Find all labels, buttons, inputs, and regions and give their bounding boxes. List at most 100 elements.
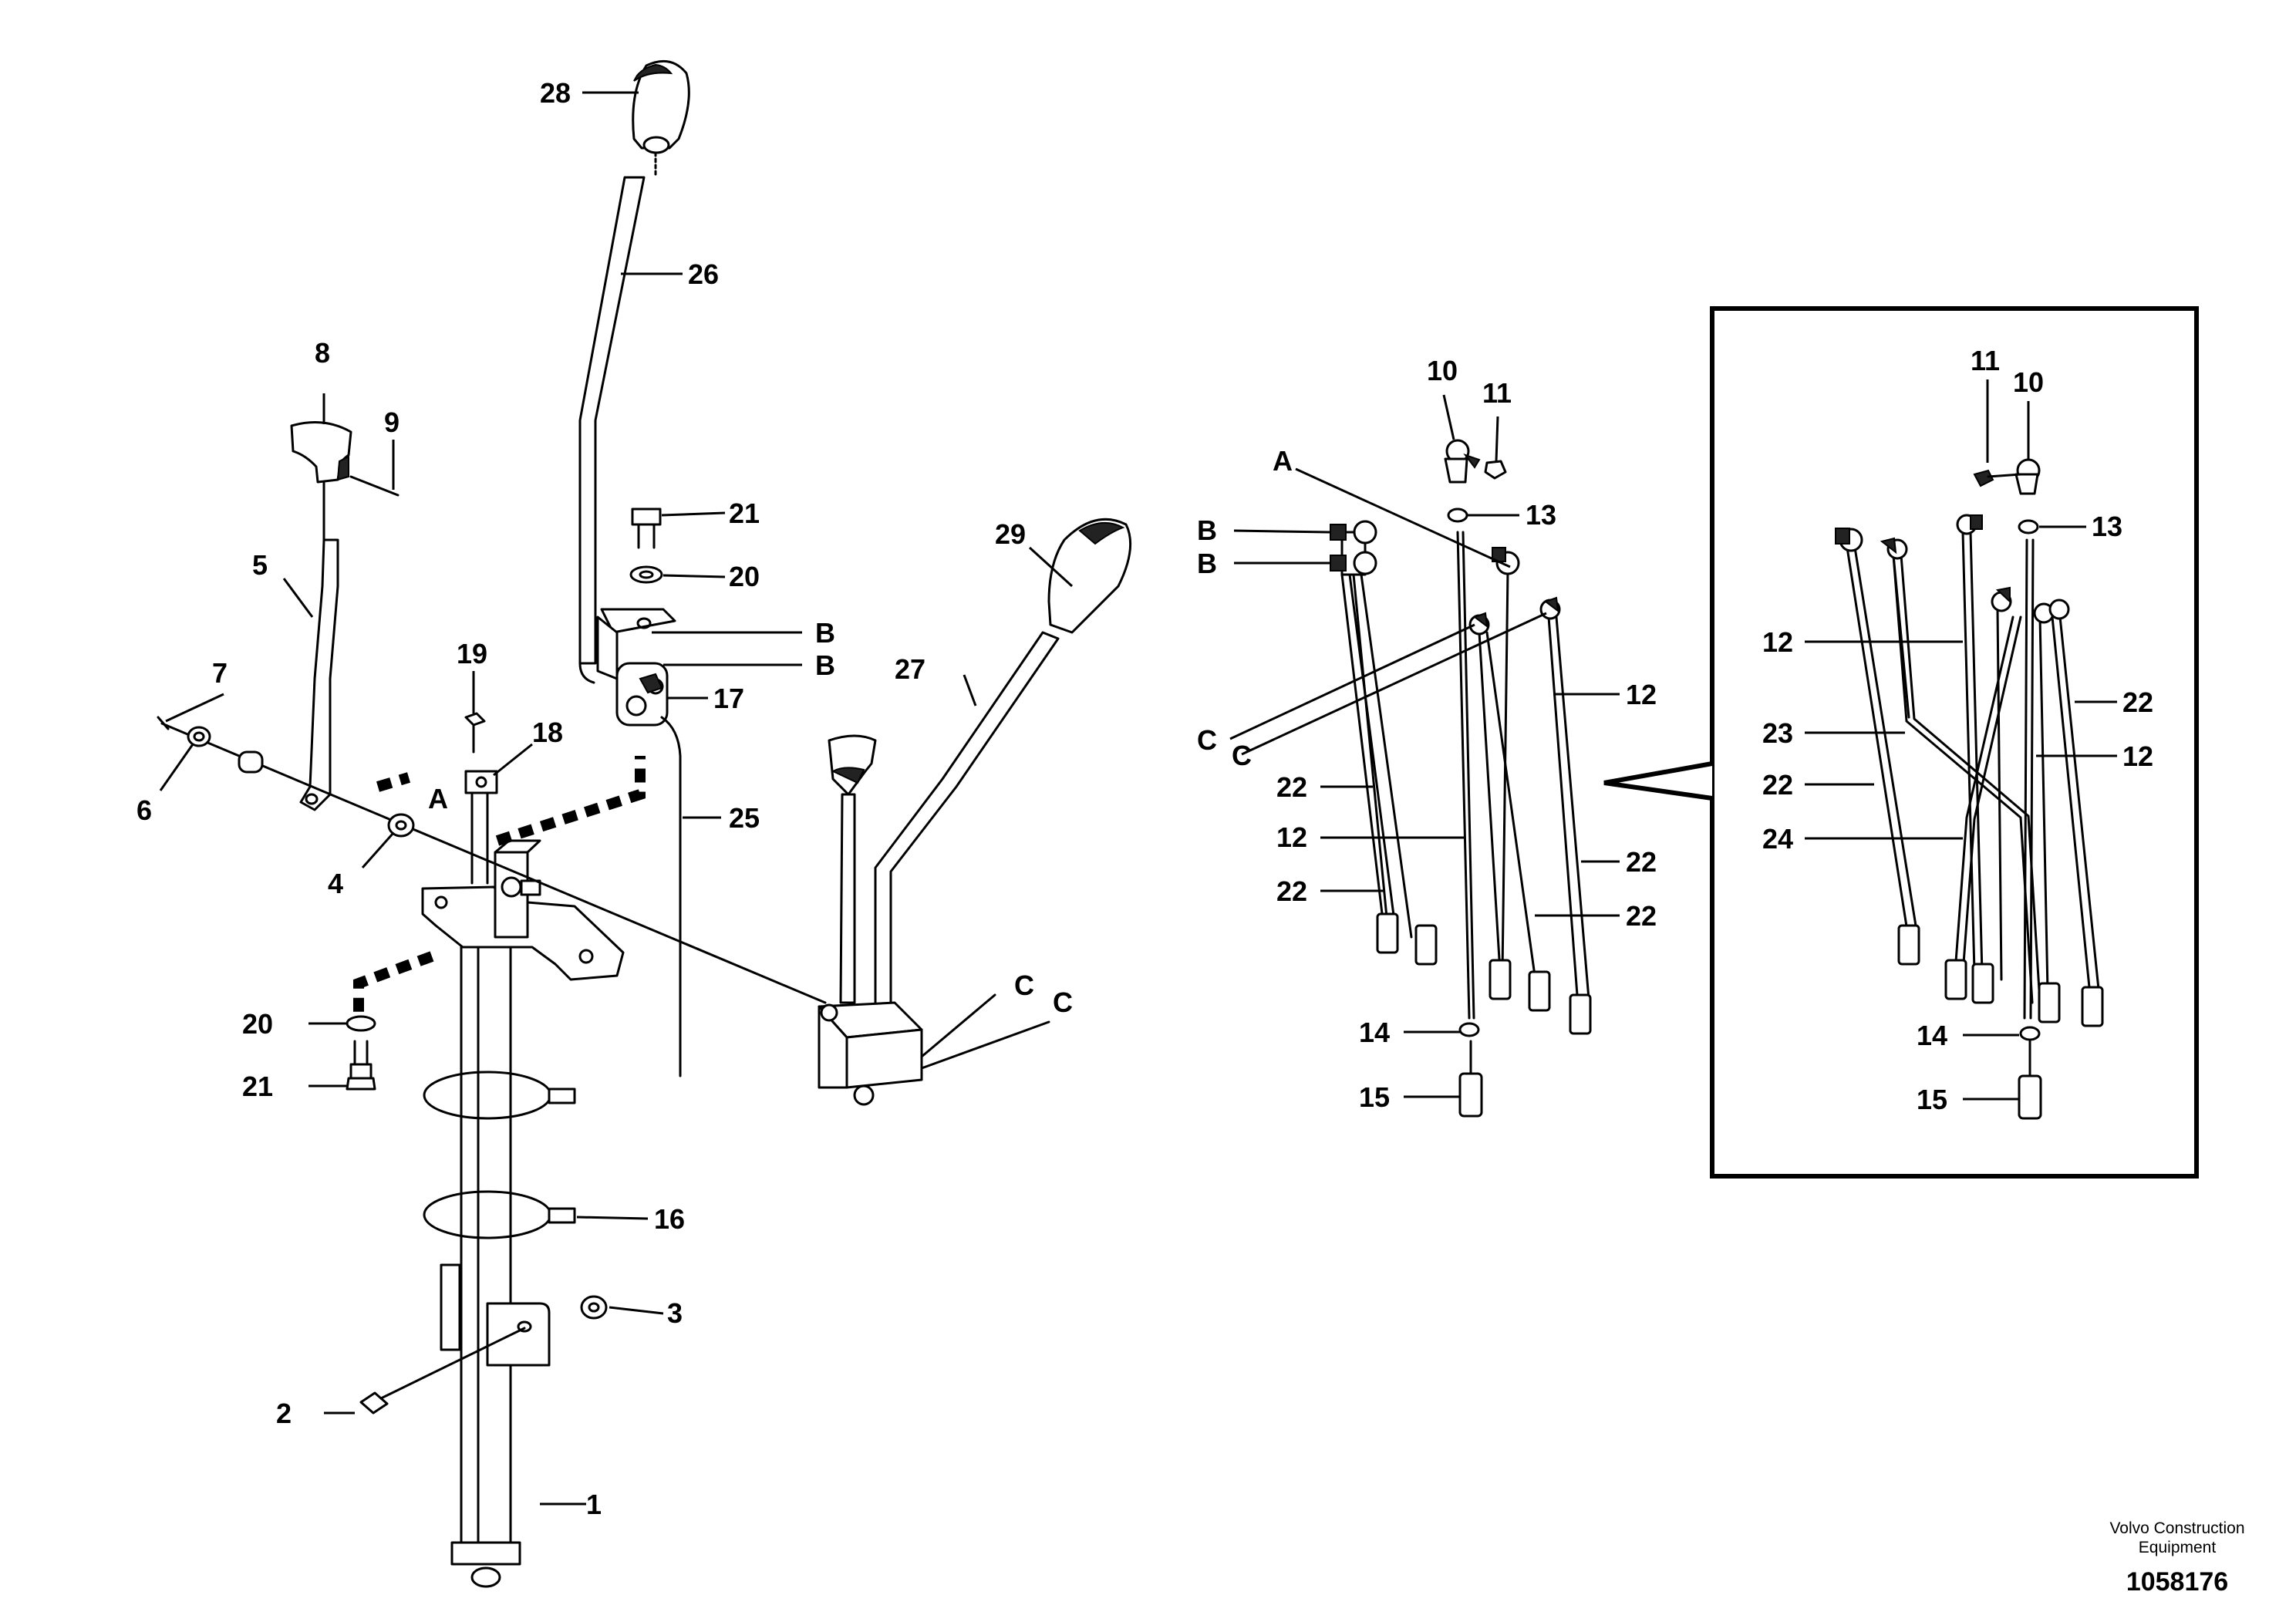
callout-20-upper: 20 — [729, 561, 760, 592]
routing-dash-upper — [376, 772, 411, 792]
callout-15-middle: 15 — [1359, 1081, 1390, 1113]
clevis-part-15 — [1458, 1040, 1483, 1118]
brand-line-1: Volvo Construction — [2109, 1519, 2244, 1537]
callout-3: 3 — [667, 1297, 683, 1329]
callout-23-detail: 23 — [1762, 717, 1793, 749]
cable-set-middle — [1330, 520, 1592, 1035]
callout-A-middle: A — [1273, 445, 1293, 477]
callout-13-detail: 13 — [2092, 511, 2122, 542]
callout-B-2: B — [815, 649, 835, 681]
nut-part-13 — [1447, 508, 1468, 523]
gear-lever-part-26 — [578, 176, 646, 684]
callout-C-middle-2: C — [1232, 740, 1252, 771]
nut-part-14 — [1458, 1022, 1480, 1037]
callout-12-detail-right: 12 — [2122, 740, 2153, 772]
knob-short-lever — [828, 734, 877, 1004]
detail-pointer-gap — [1714, 766, 1724, 797]
callout-28: 28 — [540, 77, 571, 109]
callout-7: 7 — [212, 657, 228, 689]
callout-22-middle-1: 22 — [1276, 771, 1307, 803]
callout-22-detail-right: 22 — [2122, 686, 2153, 718]
knob-part-29 — [1047, 518, 1132, 634]
callout-16: 16 — [654, 1203, 685, 1235]
document-number: 1058176 — [2126, 1567, 2228, 1597]
mounting-plate — [421, 839, 625, 981]
callout-A: A — [428, 783, 448, 814]
left-leaders — [159, 91, 1074, 1506]
callout-C-2: C — [1053, 986, 1073, 1018]
callout-21-lower: 21 — [242, 1071, 273, 1102]
callout-13-middle: 13 — [1526, 499, 1556, 531]
callout-B-middle-2: B — [1197, 548, 1217, 579]
callout-12-detail-left: 12 — [1762, 626, 1793, 658]
callout-20-lower: 20 — [242, 1008, 273, 1040]
bolt-part-21-lower — [346, 1040, 376, 1091]
bolt-part-21-upper — [631, 508, 662, 549]
valve-block — [818, 993, 1050, 1106]
middle-cable-assembly — [1229, 394, 1620, 1118]
callout-24-detail: 24 — [1762, 823, 1793, 855]
pin-part-9 — [349, 475, 400, 497]
detail-cables — [1835, 458, 2104, 1120]
callout-11-middle: 11 — [1482, 377, 1512, 409]
brand-line-2: Equipment — [2139, 1539, 2217, 1556]
callout-22-detail-left: 22 — [1762, 769, 1793, 801]
callout-17: 17 — [713, 683, 744, 714]
column-part-1 — [440, 939, 551, 1588]
callout-27: 27 — [895, 653, 925, 685]
callout-12-middle-right: 12 — [1626, 679, 1657, 710]
callout-5: 5 — [252, 549, 268, 581]
washer-part-3 — [580, 1295, 608, 1320]
bolt-part-2 — [359, 1327, 526, 1415]
callout-21-upper: 21 — [729, 497, 760, 529]
callout-12-middle-left: 12 — [1276, 821, 1307, 853]
ball-joint-part-10 — [1444, 439, 1481, 484]
callout-B-1: B — [815, 617, 835, 649]
callout-10-detail: 10 — [2013, 366, 2044, 398]
callout-22-middle-4: 22 — [1626, 900, 1657, 932]
washer-part-20-upper — [629, 565, 663, 584]
screw-part-19 — [464, 712, 486, 754]
left-assembly — [157, 59, 1132, 1588]
detail-pointer — [1603, 761, 1713, 801]
lever-part-5 — [299, 481, 339, 811]
cable-part-25 — [660, 716, 682, 1077]
detail-leaders — [1805, 379, 2117, 1101]
callout-15-detail: 15 — [1917, 1084, 1947, 1115]
callout-6: 6 — [137, 794, 152, 826]
callout-22-middle-2: 22 — [1276, 875, 1307, 907]
callout-B-middle-1: B — [1197, 514, 1217, 546]
middle-leaders — [1229, 394, 1620, 1098]
callout-11-detail: 11 — [1971, 345, 2000, 376]
bracket-part-18 — [464, 770, 498, 885]
callout-18: 18 — [532, 717, 563, 748]
detail-box — [1603, 306, 2199, 1179]
footer: Volvo Construction Equipment 1058176 — [2109, 1519, 2244, 1597]
cable-tie-part-16 — [423, 1071, 576, 1239]
callout-9: 9 — [384, 406, 400, 438]
callout-1: 1 — [586, 1489, 602, 1520]
callout-26: 26 — [688, 258, 719, 290]
callout-25: 25 — [729, 802, 760, 834]
callout-labels: 1 2 3 4 5 6 7 8 9 16 17 18 19 20 21 21 2… — [137, 77, 2153, 1520]
nut-part-11 — [1484, 460, 1507, 480]
routing-dash-lower — [353, 951, 434, 1014]
callout-19: 19 — [457, 638, 487, 669]
callout-14-middle: 14 — [1359, 1017, 1390, 1048]
washer-part-20-lower — [346, 1015, 376, 1032]
callout-2: 2 — [276, 1398, 292, 1429]
callout-10-middle: 10 — [1427, 355, 1458, 386]
washer-part-4 — [387, 813, 415, 838]
shaft-part-6-7 — [157, 716, 827, 1004]
callout-29: 29 — [995, 518, 1026, 550]
callout-22-middle-3: 22 — [1626, 846, 1657, 878]
bracket-part-17 — [596, 608, 676, 727]
callout-C-middle-1: C — [1197, 724, 1217, 756]
callout-8: 8 — [315, 337, 330, 369]
detail-frame — [1710, 306, 2199, 1179]
callout-4: 4 — [328, 868, 343, 899]
knob-part-28 — [632, 59, 690, 177]
callout-14-detail: 14 — [1917, 1020, 1947, 1051]
routing-dash-middle — [495, 756, 646, 846]
